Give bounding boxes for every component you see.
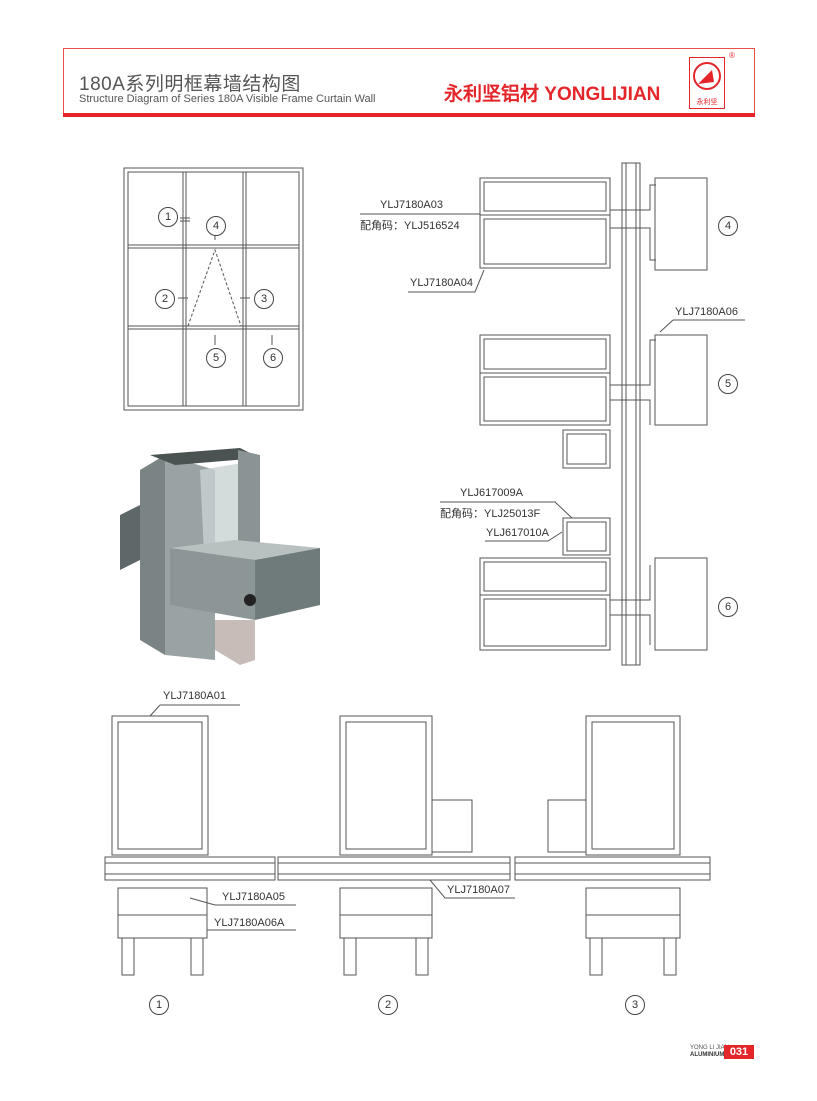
section-marker-6: 6 (718, 597, 738, 617)
vertical-section-drawing (360, 162, 745, 666)
label-617010a: YLJ617010A (486, 527, 549, 539)
brand-logo: 永利坚 (689, 57, 725, 109)
footer-sub: ALUMINIUM (690, 1052, 725, 1058)
page-subtitle: Structure Diagram of Series 180A Visible… (79, 93, 376, 105)
elevation-grid (123, 167, 304, 411)
page-number: 031 (724, 1045, 754, 1059)
label-a01: YLJ7180A01 (163, 690, 226, 702)
label-617009a-corner: 配角码：YLJ25013F (440, 508, 541, 520)
isometric-render (120, 448, 320, 665)
brand-name: 永利坚铝材 YONGLIJIAN (444, 84, 661, 105)
registered-mark: ® (729, 51, 735, 60)
label-a03-corner: 配角码：YLJ516524 (360, 220, 460, 232)
page-header: 180A系列明框幕墙结构图 Structure Diagram of Serie… (63, 48, 755, 115)
marker-3: 3 (254, 289, 274, 309)
label-a07: YLJ7180A07 (447, 884, 510, 896)
logo-subtext: 永利坚 (696, 99, 718, 106)
label-617009a: YLJ617009A (460, 487, 523, 499)
hsection-marker-3: 3 (625, 995, 645, 1015)
footer-brand: YONG LI JIAN (690, 1045, 730, 1051)
horizontal-section-drawing (104, 704, 711, 976)
header-red-bar (63, 113, 755, 117)
label-a04: YLJ7180A04 (410, 277, 473, 289)
section-marker-5: 5 (718, 374, 738, 394)
marker-4: 4 (206, 216, 226, 236)
label-a03: YLJ7180A03 (380, 199, 443, 211)
marker-5: 5 (206, 348, 226, 368)
hsection-marker-2: 2 (378, 995, 398, 1015)
section-marker-4: 4 (718, 216, 738, 236)
marker-6: 6 (263, 348, 283, 368)
label-a05: YLJ7180A05 (222, 891, 285, 903)
marker-1: 1 (158, 207, 178, 227)
hsection-marker-1: 1 (149, 995, 169, 1015)
label-a06: YLJ7180A06 (675, 306, 738, 318)
logo-arrow-icon (693, 62, 721, 90)
marker-2: 2 (155, 289, 175, 309)
label-a06a: YLJ7180A06A (214, 917, 285, 929)
page-title: 180A系列明框幕墙结构图 (79, 74, 301, 95)
